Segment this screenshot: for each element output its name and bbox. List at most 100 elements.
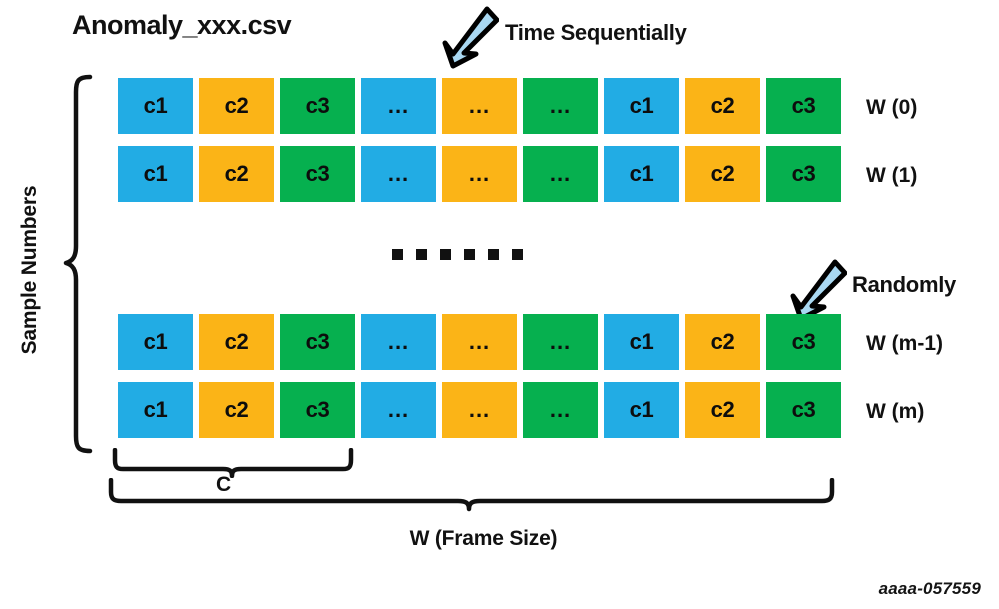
cell-text: c1: [629, 161, 654, 186]
cell-text: ...: [468, 93, 491, 118]
grid-cell: ...: [361, 314, 436, 370]
grid-cell: c1: [604, 146, 679, 202]
frame-brace-label-text: W (Frame Size): [409, 527, 558, 550]
grid-cell: ...: [361, 146, 436, 202]
cell-text: ...: [387, 161, 410, 186]
grid-cell: c3: [280, 314, 355, 370]
cell-text: c3: [791, 397, 816, 422]
frame-brace-label: W (Frame Size): [0, 527, 999, 551]
cell-text: ...: [549, 397, 572, 422]
grid-cell: c2: [685, 78, 760, 134]
cell-text: c1: [143, 397, 168, 422]
table-row: c1 c2 c3 ... ... ... c1 c2 c3: [118, 146, 841, 202]
ellipsis-dot: [464, 249, 475, 260]
cell-text: c3: [791, 329, 816, 354]
cell-text: c2: [710, 93, 735, 118]
sample-numbers-brace: [62, 72, 94, 461]
cell-text: ...: [468, 161, 491, 186]
grid-cell: c2: [685, 146, 760, 202]
row-label-wm: W (m): [866, 400, 925, 423]
grid-cell: c3: [280, 382, 355, 438]
cell-text: ...: [549, 329, 572, 354]
cell-text: ...: [468, 397, 491, 422]
cell-text: c3: [305, 93, 330, 118]
grid-cell: ...: [523, 382, 598, 438]
cell-text: ...: [387, 329, 410, 354]
row-label-w0: W (0): [866, 96, 918, 119]
cell-text: c1: [143, 161, 168, 186]
grid-cell: c2: [199, 146, 274, 202]
cell-text: c1: [143, 93, 168, 118]
ellipsis-dot: [440, 249, 451, 260]
ellipsis-dot: [416, 249, 427, 260]
cell-text: ...: [549, 161, 572, 186]
frame-brace: [106, 477, 842, 517]
ellipsis-dot: [512, 249, 523, 260]
grid-cell: c2: [199, 382, 274, 438]
grid-cell: c1: [604, 314, 679, 370]
row-label-w1: W (1): [866, 164, 918, 187]
cell-text: ...: [387, 397, 410, 422]
arrow-down-left-icon-random: [785, 257, 848, 330]
cell-text: c1: [143, 329, 168, 354]
table-row: c1 c2 c3 ... ... ... c1 c2 c3: [118, 314, 841, 370]
figure-id: aaaa-057559: [878, 579, 981, 598]
cell-text: c2: [710, 161, 735, 186]
grid-cell: ...: [442, 382, 517, 438]
cell-text: c1: [629, 93, 654, 118]
grid-cell: c3: [766, 146, 841, 202]
grid-cell: c3: [766, 382, 841, 438]
grid-cell: c1: [118, 146, 193, 202]
grid-cell: c3: [280, 146, 355, 202]
cell-text: c2: [710, 329, 735, 354]
cell-text: c2: [224, 329, 249, 354]
grid-cell: c1: [118, 382, 193, 438]
cell-text: ...: [549, 93, 572, 118]
cell-text: c3: [305, 397, 330, 422]
cell-text: ...: [468, 329, 491, 354]
grid-cell: c3: [766, 314, 841, 370]
row-label-wm-1: W (m-1): [866, 332, 943, 355]
axis-label-sample-numbers: Sample Numbers: [18, 185, 41, 355]
cell-text: c1: [629, 329, 654, 354]
grid-cell: c2: [199, 78, 274, 134]
ellipsis-dots: [392, 249, 523, 260]
ellipsis-dot: [488, 249, 499, 260]
page-title: Anomaly_xxx.csv: [72, 10, 292, 40]
grid-cell: ...: [361, 78, 436, 134]
grid-cell: ...: [523, 314, 598, 370]
cell-text: ...: [387, 93, 410, 118]
grid-cell: c1: [604, 382, 679, 438]
grid-cell: c3: [280, 78, 355, 134]
cell-text: c2: [710, 397, 735, 422]
grid-cell: c3: [766, 78, 841, 134]
grid-cell: c1: [604, 78, 679, 134]
grid-cell: c2: [685, 314, 760, 370]
arrow-down-left-icon-time: [437, 4, 500, 77]
ellipsis-dot: [392, 249, 403, 260]
grid-cell: c1: [118, 78, 193, 134]
grid-cell: ...: [442, 146, 517, 202]
cell-text: c3: [791, 93, 816, 118]
grid-cell: c1: [118, 314, 193, 370]
cell-text: c3: [305, 161, 330, 186]
cell-text: c2: [224, 161, 249, 186]
table-row: c1 c2 c3 ... ... ... c1 c2 c3: [118, 382, 841, 438]
cell-text: c1: [629, 397, 654, 422]
grid-cell: c2: [199, 314, 274, 370]
cell-text: c2: [224, 397, 249, 422]
grid-cell: ...: [523, 146, 598, 202]
grid-cell: ...: [442, 314, 517, 370]
cell-text: c3: [791, 161, 816, 186]
grid-cell: ...: [523, 78, 598, 134]
grid-cell: ...: [361, 382, 436, 438]
grid-cell: ...: [442, 78, 517, 134]
channel-brace: [110, 447, 356, 483]
cell-text: c2: [224, 93, 249, 118]
channel-brace-label: C: [216, 473, 232, 496]
cell-text: c3: [305, 329, 330, 354]
table-row: c1 c2 c3 ... ... ... c1 c2 c3: [118, 78, 841, 134]
annotation-label-randomly: Randomly: [852, 272, 956, 297]
grid-cell: c2: [685, 382, 760, 438]
